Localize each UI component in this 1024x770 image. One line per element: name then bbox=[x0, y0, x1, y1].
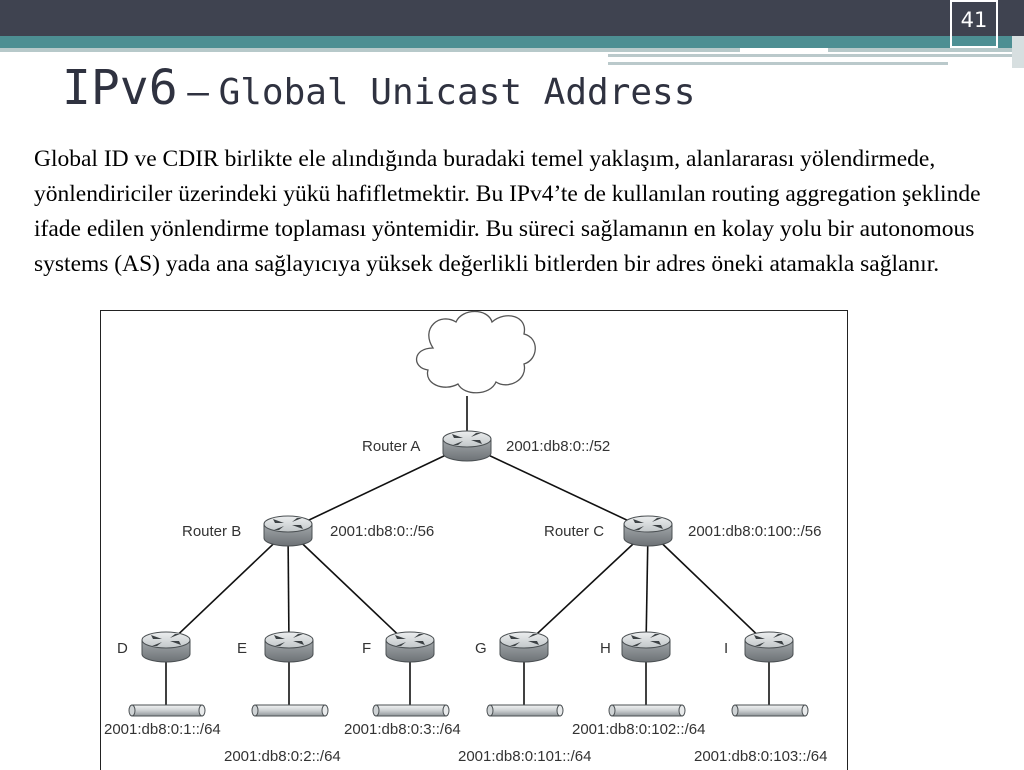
link-to-leaf-2 bbox=[288, 530, 289, 646]
header-accent-band bbox=[0, 36, 1012, 48]
router-a-prefix: 2001:db8:0::/52 bbox=[506, 438, 610, 455]
router-i-label: I bbox=[724, 640, 728, 657]
network-diagram: Router A 2001:db8:0::/52 Router B 2001:d… bbox=[100, 310, 848, 770]
router-h-label: H bbox=[600, 640, 611, 657]
segment-i-icon bbox=[732, 705, 808, 716]
diagram-canvas: Router A 2001:db8:0::/52 Router B 2001:d… bbox=[100, 310, 848, 770]
router-e-label: E bbox=[237, 640, 247, 657]
router-i-icon bbox=[745, 632, 793, 662]
segment-i-prefix: 2001:db8:0:103::/64 bbox=[694, 748, 827, 765]
router-f-label: F bbox=[362, 640, 371, 657]
router-a-label: Router A bbox=[362, 438, 420, 455]
router-e-icon bbox=[265, 632, 313, 662]
router-c-label: Router C bbox=[544, 523, 604, 540]
title-main: IPv6 bbox=[62, 60, 178, 116]
header-edge-block bbox=[1012, 36, 1024, 68]
title-subtitle: Global Unicast Address bbox=[219, 72, 696, 113]
segment-h-icon bbox=[609, 705, 685, 716]
segment-d-icon bbox=[129, 705, 205, 716]
header-stripe-right bbox=[828, 48, 1012, 52]
router-b-icon bbox=[264, 516, 312, 546]
segment-e-icon bbox=[252, 705, 328, 716]
router-b-label: Router B bbox=[182, 523, 241, 540]
router-b-prefix: 2001:db8:0::/56 bbox=[330, 523, 434, 540]
router-d-label: D bbox=[117, 640, 128, 657]
router-g-label: G bbox=[475, 640, 487, 657]
segment-f-icon bbox=[373, 705, 449, 716]
segment-g-icon bbox=[487, 705, 563, 716]
router-f-icon bbox=[386, 632, 434, 662]
header-thin-stripe-1 bbox=[608, 54, 1012, 57]
router-g-icon bbox=[500, 632, 548, 662]
title-dash: – bbox=[187, 72, 209, 113]
router-c-prefix: 2001:db8:0:100::/56 bbox=[688, 523, 821, 540]
segment-g-prefix: 2001:db8:0:101::/64 bbox=[458, 748, 591, 765]
segment-f-prefix: 2001:db8:0:3::/64 bbox=[344, 721, 461, 738]
slide-number: 41 bbox=[950, 8, 998, 32]
router-a-icon bbox=[443, 431, 491, 461]
header-band bbox=[0, 0, 1024, 36]
cloud-icon bbox=[417, 312, 536, 393]
body-paragraph: Global ID ve CDIR birlikte ele alındığın… bbox=[34, 142, 1000, 282]
router-c-icon bbox=[624, 516, 672, 546]
segment-e-prefix: 2001:db8:0:2::/64 bbox=[224, 748, 341, 765]
router-h-icon bbox=[622, 632, 670, 662]
segment-d-prefix: 2001:db8:0:1::/64 bbox=[104, 721, 221, 738]
router-d-icon bbox=[142, 632, 190, 662]
segment-h-prefix: 2001:db8:0:102::/64 bbox=[572, 721, 705, 738]
slide-title: IPv6 – Global Unicast Address bbox=[62, 64, 695, 112]
header-stripe-left bbox=[0, 48, 740, 52]
